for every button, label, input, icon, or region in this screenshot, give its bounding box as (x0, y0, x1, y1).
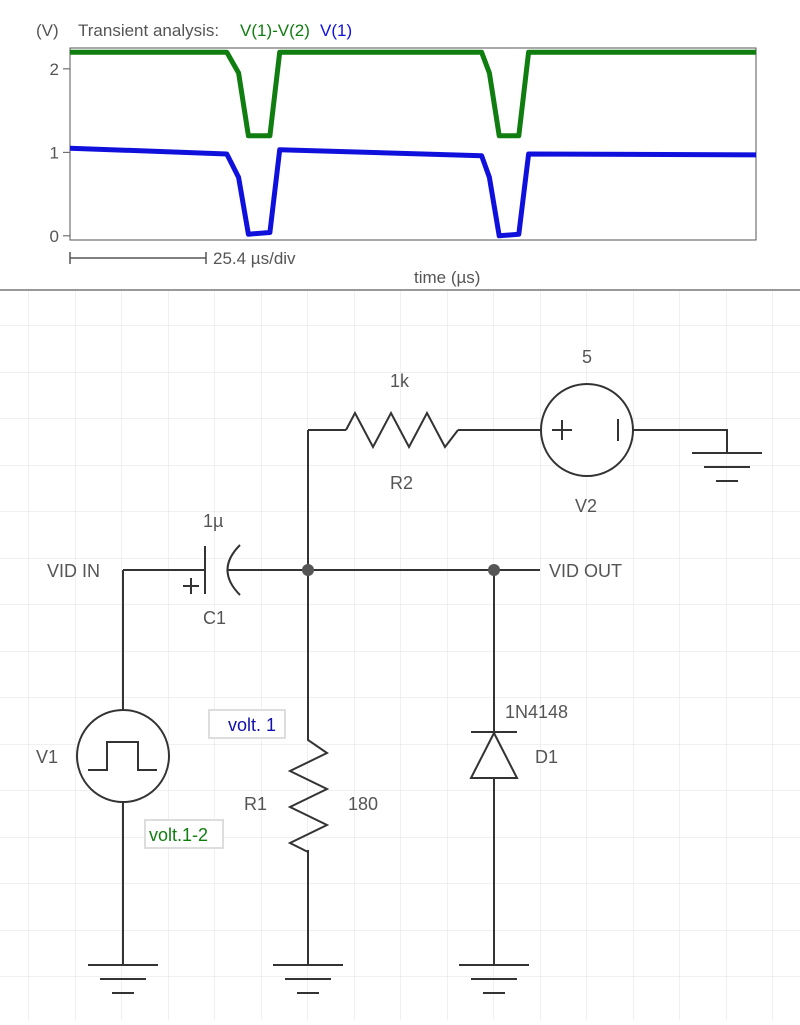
schematic-canvas[interactable]: 1k R2 5 V2 (0, 291, 800, 1020)
y-axis: 0 1 2 (50, 60, 70, 246)
schematic-drawing[interactable]: 1k R2 5 V2 (0, 291, 800, 1020)
probe-label-volt1[interactable]: volt. 1 (208, 709, 286, 739)
d1-value-label: 1N4148 (505, 702, 568, 722)
dc-voltage-source-v2[interactable]: 5 V2 (540, 347, 634, 516)
legend-item-v1[interactable]: V(1) (320, 21, 352, 40)
plot-panel: (V) Transient analysis: V(1)-V(2) V(1) 0… (0, 0, 800, 290)
y-unit-label: (V) (36, 21, 59, 40)
plot-frame (69, 47, 757, 241)
r1-value-label: 180 (348, 794, 378, 814)
resistor-r1[interactable]: R1 180 (244, 718, 378, 853)
y-tick-label: 0 (50, 227, 59, 246)
transient-plot: (V) Transient analysis: V(1)-V(2) V(1) 0… (36, 21, 757, 287)
y-tick-label: 2 (50, 60, 59, 79)
plot-series (69, 49, 757, 239)
ground-symbol (459, 964, 529, 994)
grid-background (0, 291, 800, 1020)
legend-item-v1-v2[interactable]: V(1)-V(2) (240, 21, 310, 40)
y-tick-label: 1 (50, 143, 59, 162)
probe-volt1-text: volt. 1 (228, 715, 276, 735)
diode-d1[interactable]: 1N4148 D1 (469, 702, 568, 779)
v2-value-label: 5 (582, 347, 592, 367)
ground-symbol (273, 964, 343, 994)
vid-in-label[interactable]: VID IN (47, 561, 100, 581)
scale-label: 25.4 µs/div (213, 249, 296, 268)
resistor-r2[interactable]: 1k R2 (345, 371, 459, 493)
r2-value-label: 1k (390, 371, 410, 391)
v2-name-label: V2 (575, 496, 597, 516)
junction-dot (302, 564, 314, 576)
probe-volt1-2-text: volt.1-2 (149, 825, 208, 845)
c1-name-label: C1 (203, 608, 226, 628)
capacitor-c1[interactable]: 1µ C1 (183, 511, 265, 628)
series-line-v-1 (69, 145, 757, 239)
junction-dot (488, 564, 500, 576)
wire-v2-ground (633, 429, 728, 453)
c1-value-label: 1µ (203, 511, 223, 531)
ground-symbol (692, 452, 762, 482)
ground-symbol (88, 964, 158, 994)
probe-label-volt1-2[interactable]: volt.1-2 (144, 819, 224, 849)
v1-name-label: V1 (36, 747, 58, 767)
x-axis-label: time (µs) (414, 268, 480, 287)
panel-divider[interactable] (0, 289, 800, 291)
plot-title: Transient analysis: (78, 21, 219, 40)
d1-name-label: D1 (535, 747, 558, 767)
vid-out-label[interactable]: VID OUT (549, 561, 622, 581)
r1-name-label: R1 (244, 794, 267, 814)
pulse-voltage-source-v1[interactable]: V1 (36, 709, 170, 803)
r2-name-label: R2 (390, 473, 413, 493)
series-line-v-1-v-2 (70, 49, 756, 139)
